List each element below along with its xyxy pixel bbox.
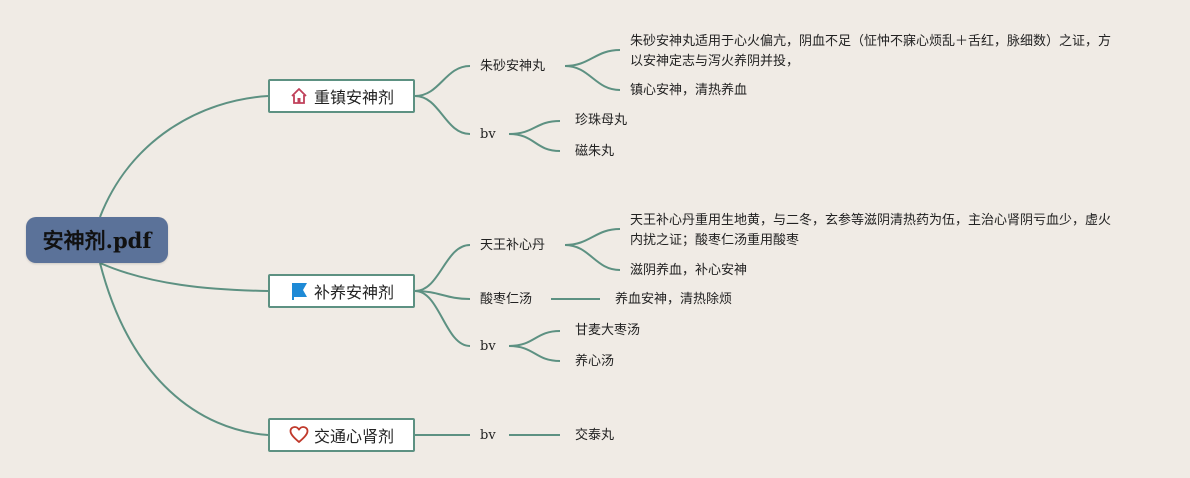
connector-b1-c2 [414,290,471,347]
detail-label: 滋阴养血，补心安神 [630,263,748,278]
detail-label: 交泰丸 [575,428,615,443]
detail-text[interactable]: 交泰丸 [575,427,614,445]
connector-b0-c1-d0 [508,120,561,135]
detail-label: 甘麦大枣汤 [575,323,641,338]
subtopic-bv[interactable]: bv [480,427,496,445]
topic-label: 交通心肾剂 [313,427,394,446]
subtopic-label: bv [480,127,496,142]
detail-text[interactable]: 朱砂安神丸适用于心火偏亢，阴血不足（怔忡不寐心烦乱＋舌红，脉细数）之证，方以安神… [630,32,1120,72]
detail-label: 养血安神，清热除烦 [615,292,733,307]
detail-text[interactable]: 滋阴养血，补心安神 [630,262,747,280]
root-topic-label: 安神剂.pdf [42,228,152,253]
subtopic-label: bv [480,428,496,443]
detail-label: 珍珠母丸 [575,113,628,128]
heart-icon [289,425,309,445]
detail-text[interactable]: 甘麦大枣汤 [575,322,640,340]
subtopic-label: bv [480,339,496,354]
subtopic-tianwang-buxindan[interactable]: 天王补心丹 [480,237,545,255]
topic-label: 重镇安神剂 [313,88,394,107]
detail-label: 镇心安神，清热养血 [630,83,748,98]
connector-root-b2 [99,262,269,436]
detail-label: 养心汤 [575,354,615,369]
house-icon [289,86,309,106]
subtopic-bv[interactable]: bv [480,338,496,356]
detail-label: 磁朱丸 [575,144,615,159]
connector-root-b1 [99,262,269,292]
subtopic-zhusha-anshenwan[interactable]: 朱砂安神丸 [480,58,545,76]
connector-b0-c0-d0 [564,49,621,67]
detail-text[interactable]: 磁朱丸 [575,143,614,161]
topic-jiaotong-xinshenji[interactable]: 交通心肾剂 [268,418,415,452]
flag-icon [289,281,309,301]
topic-label: 补养安神剂 [313,283,394,302]
connector-b0-c1 [414,95,471,135]
subtopic-label: 酸枣仁汤 [480,292,533,307]
detail-label: 朱砂安神丸适用于心火偏亢，阴血不足（怔忡不寐心烦乱＋舌红，脉细数）之证，方以安神… [630,34,1112,69]
detail-label: 天王补心丹重用生地黄，与二冬，玄参等滋阴清热药为伍，主治心肾阴亏血少，虚火内扰之… [630,213,1112,248]
detail-text[interactable]: 养心汤 [575,353,614,371]
topic-zhongzhen-anshenji[interactable]: 重镇安神剂 [268,79,415,113]
subtopic-label: 天王补心丹 [480,238,546,253]
root-topic[interactable]: 安神剂.pdf [26,217,168,263]
connector-b1-c2-d0 [508,330,561,347]
connector-b0-c1-d1 [508,133,561,152]
connector-b0-c0-d1 [564,65,621,91]
connector-b1-c0-d0 [564,228,621,246]
detail-text[interactable]: 天王补心丹重用生地黄，与二冬，玄参等滋阴清热药为伍，主治心肾阴亏血少，虚火内扰之… [630,211,1120,251]
detail-text[interactable]: 珍珠母丸 [575,112,627,130]
connector-b1-c2-d1 [508,345,561,362]
subtopic-suanzaoren-tang[interactable]: 酸枣仁汤 [480,291,532,309]
connector-b0-c0 [414,65,471,97]
subtopic-bv[interactable]: bv [480,126,496,144]
subtopic-label: 朱砂安神丸 [480,59,546,74]
connector-b1-c0 [414,244,471,292]
topic-buyang-anshenji[interactable]: 补养安神剂 [268,274,415,308]
connector-b1-c0-d1 [564,244,621,271]
connector-root-b0 [99,95,269,218]
detail-text[interactable]: 养血安神，清热除烦 [615,291,732,309]
detail-text[interactable]: 镇心安神，清热养血 [630,82,747,100]
